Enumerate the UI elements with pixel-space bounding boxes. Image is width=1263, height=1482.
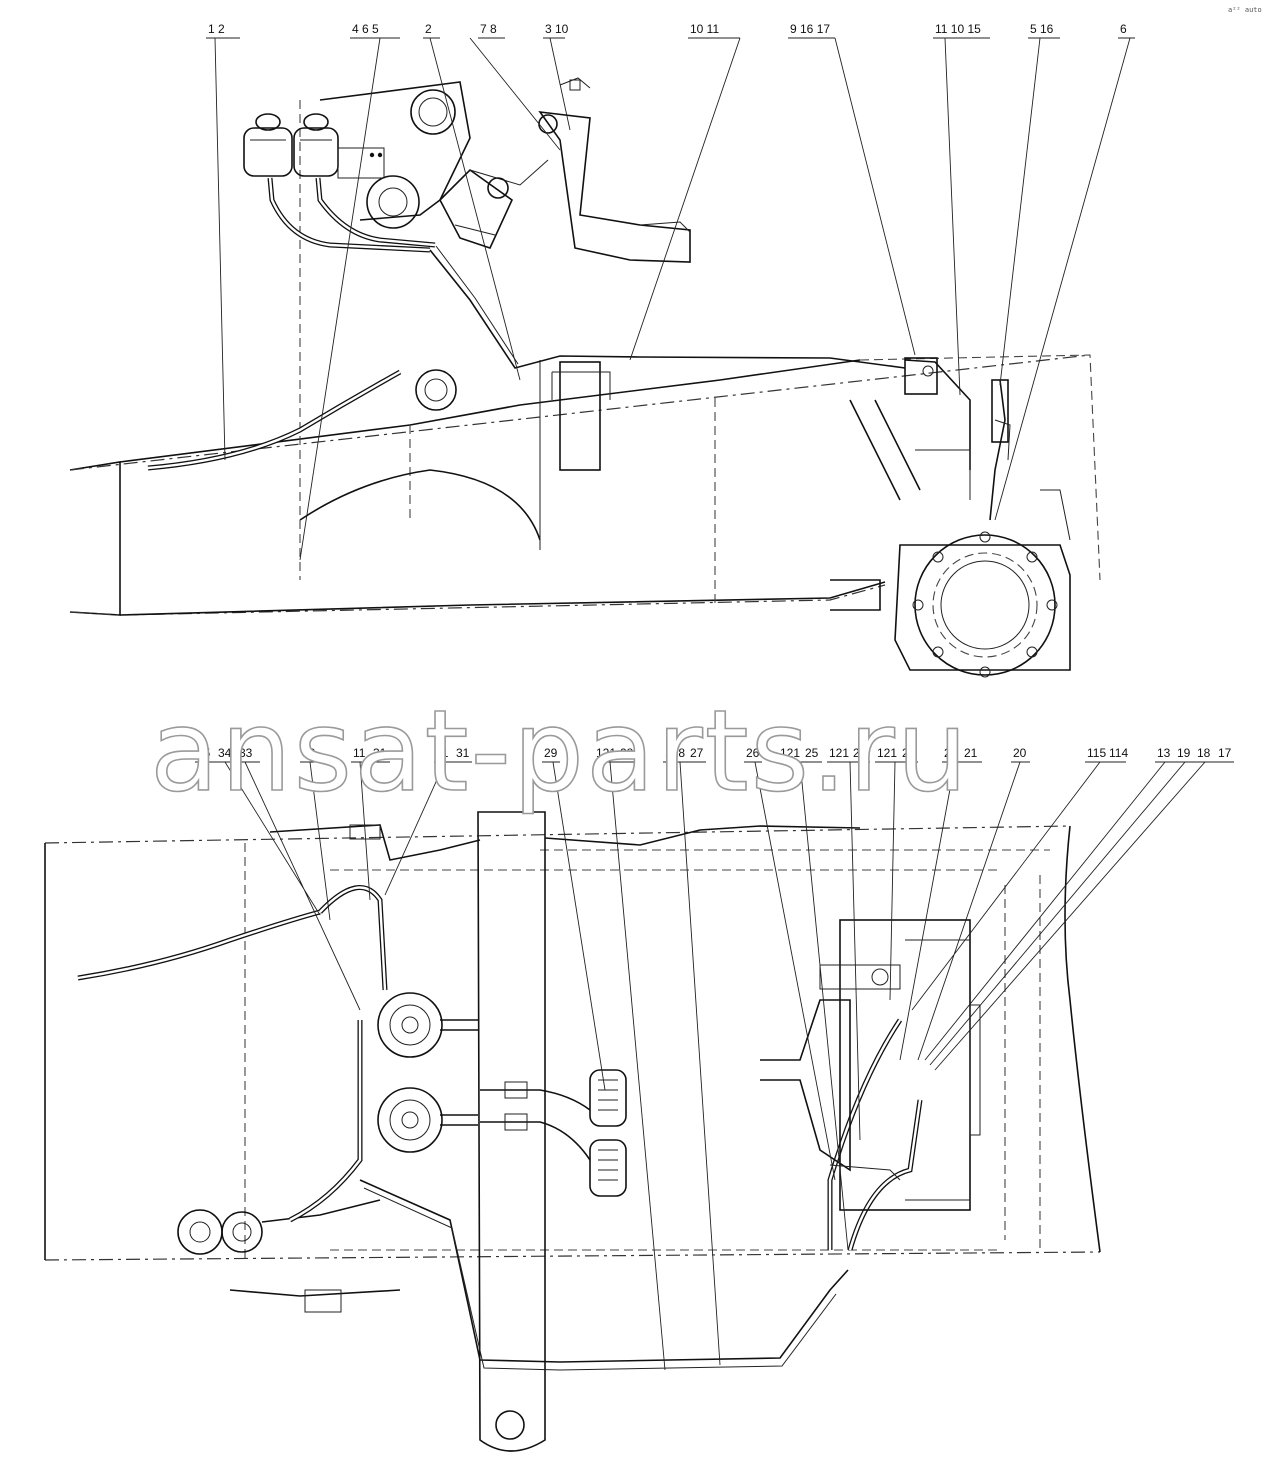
callout-top-2: 4 6 5 (352, 22, 379, 36)
callout-121b: 121 (780, 746, 800, 760)
frame-outline (69, 100, 1101, 616)
bottom-view (44, 811, 1101, 1452)
callout-21: 21 (964, 746, 978, 760)
callout-top-1: 1 2 (208, 22, 225, 36)
bottom-callouts: 35 34 33 32 11 31 11 31 29 121 28 128 27… (195, 746, 1234, 1371)
callout-24: 24 (853, 746, 867, 760)
callout-17: 17 (1218, 746, 1232, 760)
callout-28: 28 (620, 746, 634, 760)
callout-18: 18 (1197, 746, 1211, 760)
callout-128: 128 (665, 746, 685, 760)
center-cross-member (477, 811, 546, 1452)
callout-115: 115 (1087, 746, 1106, 760)
brake-chamber-1 (377, 992, 478, 1058)
brake-chambers-upper (243, 113, 385, 179)
callout-top-3: 2 (425, 22, 432, 36)
valve-block (904, 357, 1011, 461)
callout-top-4: 7 8 (480, 22, 497, 36)
brake-pedals-plan (480, 1069, 627, 1197)
callout-11b: 11 (436, 746, 449, 760)
corner-mark: a²² auto (1228, 6, 1262, 14)
callout-25: 25 (805, 746, 819, 760)
callout-top-5: 3 10 (545, 22, 569, 36)
callout-31a: 31 (373, 746, 387, 760)
top-view (69, 77, 1101, 678)
cross-member (551, 361, 611, 471)
callout-114: 114 (1109, 746, 1128, 760)
callout-20: 20 (1013, 746, 1027, 760)
callout-27: 27 (690, 746, 704, 760)
brake-lines-bottom (77, 885, 923, 1371)
callout-121a: 121 (596, 746, 616, 760)
brake-lines-top (147, 177, 1006, 521)
brake-chamber-2 (377, 1087, 478, 1153)
top-callouts: 1 2 4 6 5 2 7 8 3 10 10 11 9 16 17 11 10… (206, 22, 1135, 561)
callout-33: 33 (239, 746, 253, 760)
watermark-text: ansat-parts.ru (150, 687, 970, 817)
tie-rod-ends (177, 1199, 401, 1313)
callout-top-9: 5 16 (1030, 22, 1054, 36)
callout-top-10: 6 (1120, 22, 1127, 36)
callout-29: 29 (544, 746, 558, 760)
callout-top-8: 11 10 15 (935, 22, 981, 36)
callout-19: 19 (1177, 746, 1191, 760)
callout-35: 35 (197, 746, 211, 760)
callout-top-6: 10 11 (690, 22, 719, 36)
master-cylinder (439, 159, 549, 249)
callout-121c: 121 (829, 746, 849, 760)
callout-22: 22 (944, 746, 958, 760)
hub-bolts (912, 531, 1058, 678)
callout-34: 34 (218, 746, 232, 760)
frame-rails (44, 825, 1101, 1261)
pedal-bracket (319, 81, 471, 411)
axle-hub (830, 399, 1071, 678)
callout-121d: 121 (877, 746, 897, 760)
callout-11a: 11 (353, 746, 366, 760)
callout-26: 26 (746, 746, 760, 760)
upper-bracket (269, 824, 861, 861)
callout-23: 23 (902, 746, 916, 760)
callout-31b: 31 (456, 746, 470, 760)
callout-13: 13 (1157, 746, 1171, 760)
brake-pedal (538, 77, 691, 263)
callout-32: 32 (302, 746, 316, 760)
callout-top-7: 9 16 17 (790, 22, 830, 36)
